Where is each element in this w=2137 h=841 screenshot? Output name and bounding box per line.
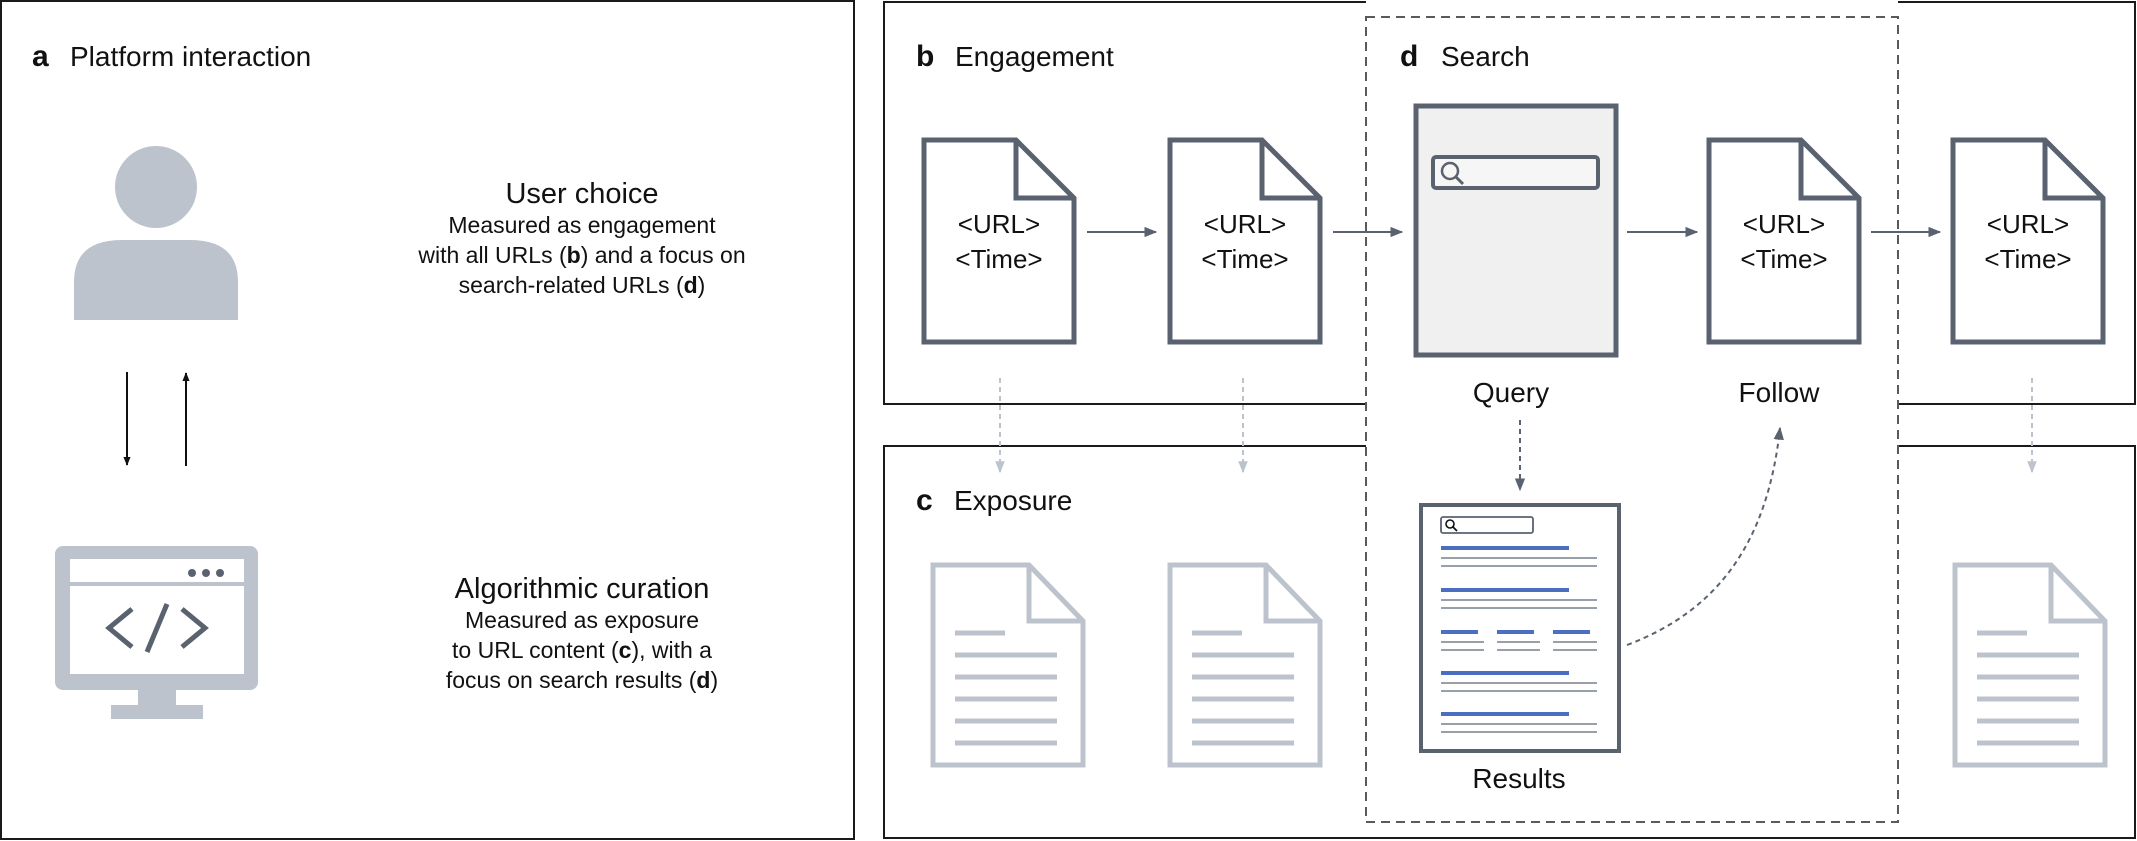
- panel-a-letter: a: [32, 40, 49, 73]
- computer-code-icon: [55, 546, 258, 719]
- user-icon: [74, 146, 238, 320]
- doc-time-text: <Time>: [1201, 244, 1288, 274]
- results-to-follow-arrow: [1626, 426, 1784, 646]
- user-choice-line-2: with all URLs (b) and a focus on: [417, 242, 745, 268]
- engagement-doc-4: <URL> <Time>: [1953, 140, 2103, 342]
- panel-c-title: Exposure: [954, 485, 1072, 516]
- engagement-doc-2: <URL> <Time>: [1170, 140, 1320, 342]
- panel-d-frame: [1365, 16, 1899, 823]
- doc-time-text: <Time>: [1740, 244, 1827, 274]
- search-page: [1413, 103, 1619, 358]
- result-entry-2: [1441, 588, 1597, 609]
- doc-url-text: <URL>: [958, 209, 1040, 239]
- panel-c-frame: [883, 445, 2136, 839]
- panel-d-letter: d: [1400, 40, 1418, 73]
- doc-url-text: <URL>: [1743, 209, 1825, 239]
- exposure-doc-1: [933, 565, 1083, 765]
- doc-url-text: <URL>: [1204, 209, 1286, 239]
- results-search-icon: [1445, 519, 1458, 532]
- user-choice-line-3: search-related URLs (d): [459, 272, 706, 298]
- algorithmic-curation-heading: Algorithmic curation: [455, 573, 710, 605]
- algorithmic-curation-line-2: to URL content (c), with a: [452, 637, 712, 663]
- doc-time-text: <Time>: [1984, 244, 2071, 274]
- query-label: Query: [1473, 377, 1549, 408]
- doc-url-text: <URL>: [1987, 209, 2069, 239]
- panel-b-title: Engagement: [955, 41, 1114, 72]
- panel-a-title: Platform interaction: [70, 41, 311, 72]
- doc-time-text: <Time>: [955, 244, 1042, 274]
- search-results-page: [1419, 503, 1621, 753]
- panel-c-letter: c: [916, 484, 933, 517]
- panel-d-title: Search: [1441, 41, 1530, 72]
- result-entry-4: [1441, 671, 1597, 692]
- result-entry-3-columns: [1441, 630, 1597, 651]
- algorithmic-curation-line-3: focus on search results (d): [446, 667, 718, 693]
- search-box: [1431, 155, 1600, 190]
- follow-label: Follow: [1739, 377, 1821, 408]
- search-icon: [1440, 161, 1465, 186]
- panel-b-letter: b: [916, 40, 934, 73]
- results-label: Results: [1472, 763, 1565, 794]
- panel-b-frame: [883, 1, 2136, 405]
- engagement-doc-1: <URL> <Time>: [924, 140, 1074, 342]
- panel-a-frame: [0, 0, 855, 840]
- algorithmic-curation-line-1: Measured as exposure: [465, 607, 699, 633]
- user-choice-line-1: Measured as engagement: [448, 212, 716, 238]
- exposure-doc-3: [1955, 565, 2105, 765]
- result-entry-5: [1441, 712, 1597, 733]
- result-entry-1: [1441, 546, 1597, 567]
- engagement-doc-follow: <URL> <Time>: [1709, 140, 1859, 342]
- user-choice-heading: User choice: [505, 178, 658, 210]
- exposure-doc-2: [1170, 565, 1320, 765]
